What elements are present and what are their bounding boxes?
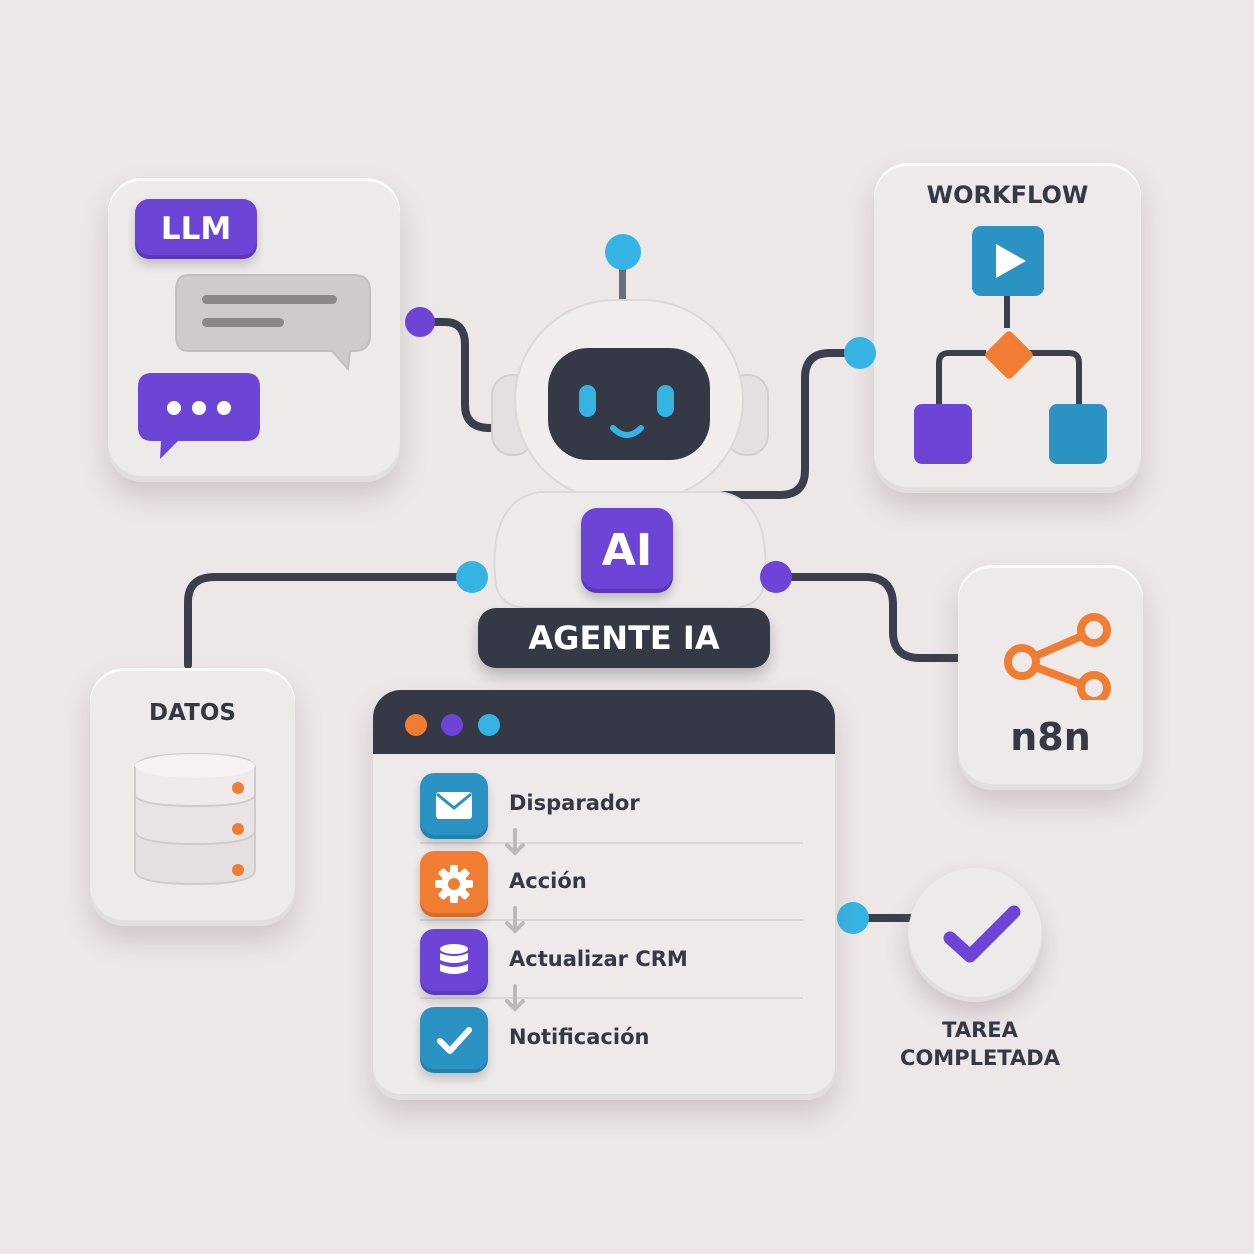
wire-workflow-agent — [716, 349, 862, 499]
step-row-accion[interactable]: Acción — [420, 851, 805, 921]
database-icon — [134, 752, 256, 886]
workflow-title: WORKFLOW — [926, 181, 1089, 209]
window-dot-purple[interactable] — [441, 714, 463, 736]
step-row-disparador[interactable]: Disparador — [420, 773, 805, 843]
data-title: DATOS — [149, 700, 236, 726]
n8n-card: n8n — [958, 565, 1143, 790]
ai-chest-badge: AI — [581, 508, 673, 593]
llm-card: LLM — [108, 178, 400, 482]
window-dot-orange[interactable] — [405, 714, 427, 736]
data-card: DATOS — [90, 668, 295, 926]
llm-badge-label: LLM — [160, 211, 232, 247]
step-label: Acción — [509, 869, 587, 893]
checkmark-icon — [943, 905, 1021, 963]
wire-data-agent — [184, 573, 476, 669]
wire-llm-agent — [416, 318, 524, 432]
llm-badge: LLM — [135, 199, 257, 259]
envelope-icon — [420, 773, 488, 839]
robot-icon — [491, 234, 769, 609]
gear-icon — [420, 851, 488, 917]
flowchart-icon — [914, 226, 1107, 464]
step-row-notificacion[interactable]: Notificación — [420, 1007, 805, 1077]
window-dot-cyan[interactable] — [478, 714, 500, 736]
checkmark-icon — [420, 1007, 488, 1073]
ai-chest-label: AI — [601, 525, 653, 576]
database-icon — [420, 929, 488, 995]
share-nodes-icon — [1004, 613, 1111, 700]
window-titlebar — [373, 690, 835, 754]
typing-bubble-icon — [138, 373, 260, 459]
workflow-card: WORKFLOW — [874, 163, 1141, 493]
n8n-label: n8n — [1010, 715, 1091, 759]
step-label: Notificación — [509, 1025, 650, 1049]
step-row-actualizar-crm[interactable]: Actualizar CRM — [420, 929, 805, 999]
robot-agent: AI — [480, 230, 780, 670]
step-label: Actualizar CRM — [509, 947, 688, 971]
agent-name-label: AGENTE IA — [528, 619, 720, 657]
task-complete-label: TAREA COMPLETADA — [880, 1016, 1080, 1072]
agent-name-plate: AGENTE IA — [478, 608, 770, 668]
wire-n8n-agent — [774, 573, 964, 662]
step-label: Disparador — [509, 791, 640, 815]
task-complete-badge — [908, 868, 1042, 1002]
chat-bubble-icon — [175, 274, 371, 372]
task-label-line1: TAREA — [942, 1018, 1018, 1042]
task-label-line2: COMPLETADA — [900, 1046, 1060, 1070]
